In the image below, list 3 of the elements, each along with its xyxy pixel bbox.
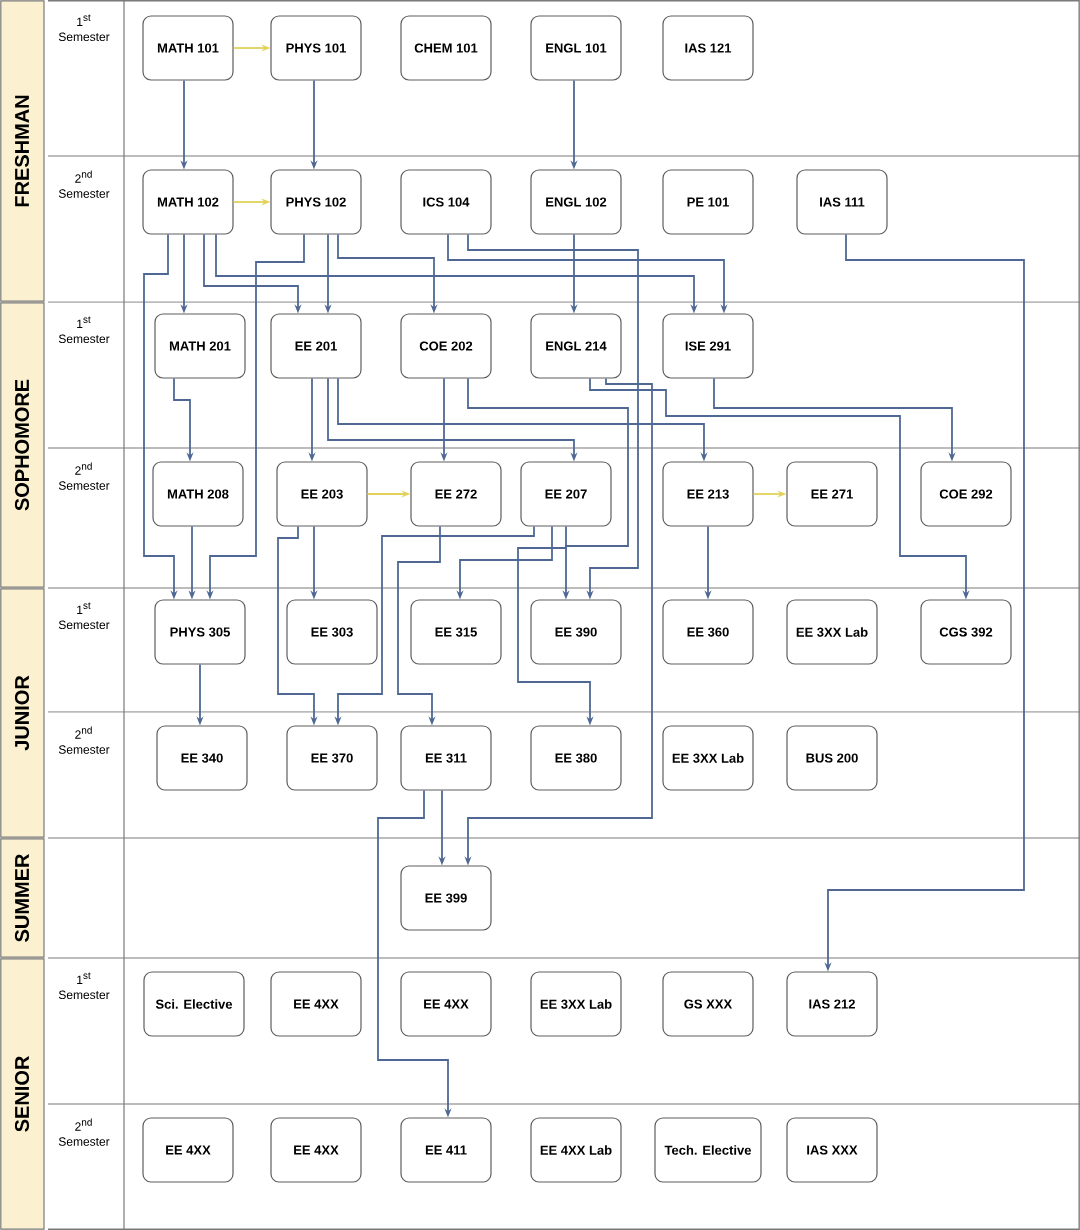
- year-label: SOPHOMORE: [0, 302, 45, 588]
- year-label: SUMMER: [0, 838, 45, 958]
- year-label: FRESHMAN: [0, 0, 45, 302]
